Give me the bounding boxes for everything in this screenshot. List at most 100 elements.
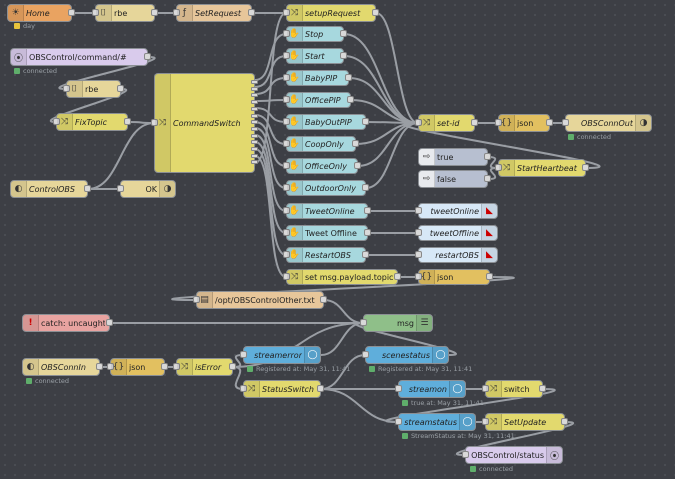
switch-icon: ⤨ — [57, 114, 73, 130]
change-node-babypip[interactable]: ✋BabyPIP — [283, 70, 352, 86]
json-icon: {} — [111, 359, 127, 375]
link-node-streamerror[interactable]: streamerror◯ — [240, 346, 321, 364]
output-port — [251, 86, 258, 91]
node-status: connected — [470, 465, 513, 473]
flow-wire — [365, 122, 419, 189]
switch-output-ports[interactable] — [251, 80, 258, 166]
flow-wire — [254, 77, 287, 95]
output-port — [251, 133, 258, 138]
file-in-node[interactable]: ▤/opt/OBSControlOther.txt — [193, 291, 327, 309]
json-node[interactable]: {}json — [415, 269, 493, 285]
change-node-tweetoffline[interactable]: ✋Tweet Offline — [283, 225, 371, 241]
flag-icon: ◣ — [481, 204, 497, 218]
antenna-icon: ⦿ — [546, 447, 562, 463]
switch-icon: ⤨ — [177, 359, 193, 375]
flow-wire — [343, 55, 419, 124]
circle-icon: ◯ — [304, 347, 320, 363]
change-node-cooponly[interactable]: ✋CoopOnly — [283, 136, 359, 152]
twitter-out-node-restartobs[interactable]: restartOBS◣ — [415, 247, 498, 263]
output-port — [251, 140, 258, 145]
globe-icon: ◑ — [635, 115, 651, 131]
switch-icon: ⤨ — [244, 381, 260, 397]
node-status: connected — [26, 377, 69, 385]
switch-icon: ⤨ — [486, 381, 502, 397]
switch-node-fixtopic[interactable]: ⤨ FixTopic — [53, 113, 131, 131]
http-response-node-ok[interactable]: OK ◑ — [117, 180, 176, 198]
change-node-restartobs[interactable]: ✋RestartOBS — [283, 247, 369, 263]
circle-icon: ◯ — [432, 347, 448, 363]
flow-wire — [254, 12, 287, 164]
inject-node-false[interactable]: ⇨false — [418, 170, 491, 188]
json-node[interactable]: {}json — [107, 358, 168, 376]
websocket-in-node[interactable]: ◐OBSConnIn — [22, 358, 103, 376]
switch-icon: ⤨ — [287, 270, 303, 284]
json-icon: {} — [499, 115, 515, 131]
link-node-streamstatus[interactable]: streamstatus◯ — [395, 413, 476, 431]
arrow-right-icon: ⇨ — [419, 149, 435, 165]
switch-node-iserror[interactable]: ⤨isError — [173, 358, 236, 376]
link-node-scenestatus[interactable]: scenestatus◯ — [362, 346, 449, 364]
function-node-setrequest[interactable]: ƒ SetRequest — [173, 4, 255, 22]
change-node-officepip[interactable]: ✋OfficePIP — [283, 92, 354, 108]
alert-icon: ! — [23, 315, 39, 331]
change-node-start[interactable]: ✋Start — [283, 48, 347, 64]
switch-node-switch[interactable]: ⤨switch — [482, 380, 546, 398]
switch-icon: ⤨ — [287, 5, 303, 21]
switch-icon: ⤨ — [155, 74, 171, 172]
hand-icon: ✋ — [287, 159, 303, 173]
inject-node-true[interactable]: ⇨true — [418, 148, 491, 166]
flow-wire — [320, 388, 399, 423]
websocket-out-node[interactable]: OBSConnOut◑ — [562, 114, 652, 132]
globe-icon: ◐ — [23, 359, 39, 375]
hand-icon: ✋ — [287, 27, 303, 41]
switch-icon: ⤨ — [486, 414, 502, 430]
node-status: Registered at: May 31, 11:41 — [369, 365, 472, 373]
flow-wire — [254, 127, 287, 189]
switch-node-commandswitch[interactable]: ⤨ CommandSwitch — [151, 73, 258, 173]
change-node-tweetonline[interactable]: ✋TweetOnline — [283, 203, 371, 219]
output-port — [251, 147, 258, 151]
output-port — [251, 100, 258, 105]
switch-node-set-payload-topic[interactable]: ⤨set msg.payload.topic — [283, 269, 401, 285]
flow-wire — [254, 55, 287, 88]
switch-icon: ⤨ — [419, 115, 435, 131]
switch-node-setuprequest[interactable]: ⤨ setupRequest — [283, 4, 379, 22]
output-port — [251, 113, 258, 118]
switch-icon: ⤨ — [499, 160, 515, 176]
link-node-streamon[interactable]: streamon◯ — [395, 380, 466, 398]
catch-node[interactable]: !catch: uncaught — [22, 314, 113, 332]
antenna-icon: ⦿ — [11, 49, 27, 65]
flow-wire — [320, 322, 364, 356]
rbe-node[interactable]: ⌷ rbe — [92, 4, 158, 22]
twitter-out-node-tweetoffline[interactable]: tweetOffline◣ — [415, 225, 498, 241]
switch-node-startheartbeat[interactable]: ⤨StartHeartbeat — [495, 159, 589, 177]
output-port — [251, 93, 258, 98]
output-port — [251, 120, 258, 125]
change-node-stop[interactable]: ✋Stop — [283, 26, 347, 42]
flow-wire — [323, 299, 364, 324]
flow-wire — [357, 122, 419, 167]
change-node-babyoutpip[interactable]: ✋BabyOutPIP — [283, 114, 369, 130]
twitter-out-node-tweetonline[interactable]: tweetOnline◣ — [415, 203, 498, 219]
hand-icon: ✋ — [287, 226, 303, 240]
change-node-outdooronly[interactable]: ✋OutdoorOnly — [283, 180, 369, 196]
output-port — [251, 153, 258, 158]
hand-icon: ✋ — [287, 71, 303, 85]
rbe-node[interactable]: ⌷ rbe — [63, 80, 124, 98]
output-port — [251, 126, 258, 131]
switch-node-statusswitch[interactable]: ⤨StatusSwitch — [240, 380, 324, 398]
http-in-node-controlobs[interactable]: ◐ ControlOBS — [10, 180, 91, 198]
json-icon: {} — [419, 270, 435, 284]
change-node-officeonly[interactable]: ✋OfficeOnly — [283, 158, 361, 174]
hand-icon: ✋ — [287, 93, 303, 107]
mqtt-out-node[interactable]: OBSControl/status⦿ — [462, 446, 563, 464]
flow-wire — [254, 107, 287, 123]
node-status: day — [14, 22, 35, 30]
debug-node-msg[interactable]: msg☰ — [360, 314, 433, 332]
switch-node-setupdate[interactable]: ⤨SetUpdate — [482, 413, 568, 431]
json-node[interactable]: {}json — [495, 114, 553, 132]
inject-node-home[interactable]: ☀ Home — [7, 4, 75, 22]
switch-node-set-id[interactable]: ⤨set-id — [415, 114, 478, 132]
mqtt-in-node[interactable]: ⦿ OBSControl/command/# — [10, 48, 151, 66]
